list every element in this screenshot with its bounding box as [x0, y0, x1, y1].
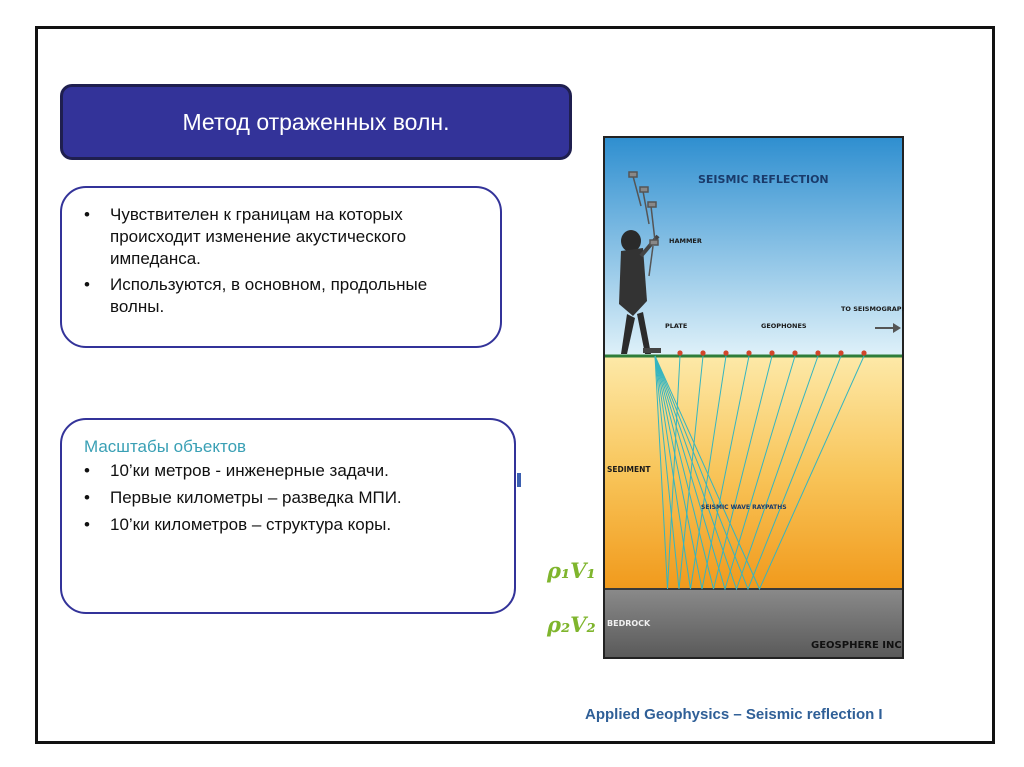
hammer-label: HAMMER [669, 237, 702, 245]
raypath-line [654, 355, 750, 590]
raypath-line [654, 355, 842, 591]
list-item-text: Чувствителен к границам на которых проис… [110, 205, 407, 268]
company-label: GEOSPHERE INC [811, 640, 902, 651]
plate-label: PLATE [665, 322, 687, 330]
scales-list: • 10’ки метров - инженерные задачи. • Пе… [84, 460, 496, 536]
sediment-layer [605, 356, 902, 589]
geophone-icon [723, 350, 729, 356]
raypaths-label: SEISMIC WAVE RAYPATHS [701, 504, 787, 511]
sky-layer [605, 138, 902, 356]
scales-heading: Масштабы объектов [84, 437, 247, 456]
figure-title: SEISMIC REFLECTION [698, 173, 829, 186]
geophone-icons [677, 350, 867, 356]
bullet-icon: • [84, 488, 90, 507]
raypath-line [654, 355, 704, 590]
list-item: • Используются, в основном, продольные в… [84, 274, 482, 318]
list-item: • 10’ки километров – структура коры. [84, 514, 496, 536]
sediment-label: SEDIMENT [607, 465, 651, 474]
raypath-line [654, 355, 681, 590]
bullet-icon: • [84, 461, 90, 480]
seismic-reflection-figure: SEISMIC REFLECTION HAMMER PLATE GEOPHONE… [603, 136, 904, 659]
list-item: • Чувствителен к границам на которых про… [84, 204, 482, 270]
geophone-icon [700, 350, 706, 356]
geophone-icon [861, 350, 867, 356]
layer1-impedance-label: ρ₁V₁ [547, 558, 596, 583]
hammer-person-icon [619, 171, 661, 354]
geophone-icon [769, 350, 775, 356]
seismograph-arrow-icon [875, 323, 901, 333]
bedrock-layer [605, 589, 902, 657]
scales-box: Масштабы объектов • 10’ки метров - инжен… [60, 418, 516, 614]
geophone-icon [792, 350, 798, 356]
list-item-text: 10’ки километров – структура коры. [110, 515, 392, 534]
list-item: • 10’ки метров - инженерные задачи. [84, 460, 496, 482]
slide-title: Метод отраженных волн. [60, 84, 572, 160]
raypath-line [654, 355, 796, 591]
to-seismograph-label: TO SEISMOGRAPH [841, 305, 904, 313]
list-item: • Первые километры – разведка МПИ. [84, 487, 496, 509]
slide-title-text: Метод отраженных волн. [182, 108, 450, 135]
properties-box: • Чувствителен к границам на которых про… [60, 186, 502, 348]
seismic-raypaths [654, 355, 865, 591]
raypath-line [654, 355, 773, 590]
geophone-icon [815, 350, 821, 356]
bullet-icon: • [84, 275, 90, 294]
properties-list: • Чувствителен к границам на которых про… [84, 204, 482, 318]
raypath-line [654, 355, 865, 591]
geophones-label: GEOPHONES [761, 322, 807, 330]
bullet-icon: • [84, 515, 90, 534]
bullet-icon: • [84, 205, 90, 224]
footer-caption: Applied Geophysics – Seismic reflection … [585, 706, 883, 723]
list-item-text: Используются, в основном, продольные вол… [110, 275, 428, 316]
raypath-line [654, 355, 819, 591]
layer2-impedance-label: ρ₂V₂ [547, 612, 596, 637]
bedrock-label: BEDROCK [607, 619, 651, 628]
list-item-text: 10’ки метров - инженерные задачи. [110, 461, 389, 480]
geophone-icon [838, 350, 844, 356]
list-item-text: Первые километры – разведка МПИ. [110, 488, 402, 507]
raypath-line [654, 355, 727, 590]
geophone-icon [746, 350, 752, 356]
decorative-mark [517, 473, 521, 487]
geophone-icon [677, 350, 683, 356]
